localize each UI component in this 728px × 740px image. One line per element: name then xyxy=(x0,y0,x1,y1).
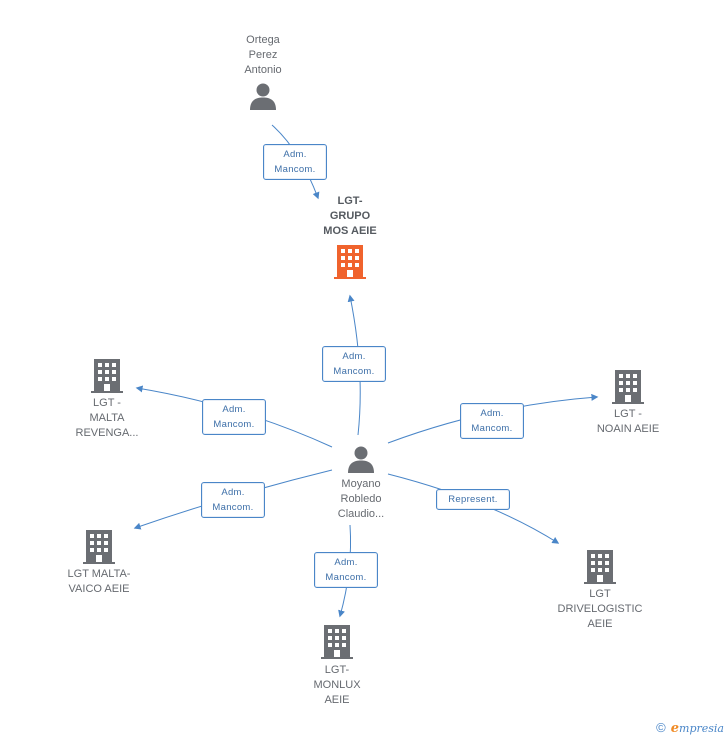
node-label: LGT MALTA- VAICO AEIE xyxy=(67,568,131,595)
building-icon xyxy=(334,245,366,279)
relation-tag-moyano-monlux[interactable]: Adm. Mancom. xyxy=(314,552,378,588)
person-icon xyxy=(348,446,374,473)
node-label: Moyano Robledo Claudio... xyxy=(337,478,385,520)
node-label: LGT - NOAIN AEIE xyxy=(596,408,660,435)
copyright-symbol: © xyxy=(656,720,666,735)
building-icon xyxy=(83,530,115,564)
relation-tag-moyano-grupo[interactable]: Adm. Mancom. xyxy=(322,346,386,382)
node-label: LGT- MONLUX AEIE xyxy=(313,664,361,706)
person-icon xyxy=(250,83,276,110)
node-label: Ortega Perez Antonio xyxy=(244,34,282,76)
relation-tag-moyano-malta-vaico[interactable]: Adm. Mancom. xyxy=(201,482,265,518)
building-icon xyxy=(321,625,353,659)
node-malta-vaico[interactable]: LGT MALTA- VAICO AEIE xyxy=(54,529,144,597)
relation-tag-moyano-malta-revenga[interactable]: Adm. Mancom. xyxy=(202,399,266,435)
node-malta-revenga[interactable]: LGT - MALTA REVENGA... xyxy=(62,358,152,441)
node-moyano[interactable]: Moyano Robledo Claudio... xyxy=(318,444,404,522)
brand-logo-text: mpresia xyxy=(679,722,724,735)
relation-tag-moyano-noain[interactable]: Adm. Mancom. xyxy=(460,403,524,439)
node-noain[interactable]: LGT - NOAIN AEIE xyxy=(583,369,673,437)
node-drivelogistic[interactable]: LGT DRIVELOGISTIC AEIE xyxy=(548,549,652,632)
node-ortega[interactable]: Ortega Perez Antonio xyxy=(223,33,303,111)
relation-tag-moyano-drivelogistic[interactable]: Represent. xyxy=(436,489,510,510)
brand-logo-e: e xyxy=(670,721,680,736)
brand-footer: © empresia xyxy=(656,720,724,736)
building-icon xyxy=(612,370,644,404)
node-label: LGT - MALTA REVENGA... xyxy=(75,397,139,439)
node-label: LGT DRIVELOGISTIC AEIE xyxy=(557,588,643,630)
building-icon xyxy=(584,550,616,584)
relation-tag-ortega-grupo[interactable]: Adm. Mancom. xyxy=(263,144,327,180)
node-monlux[interactable]: LGT- MONLUX AEIE xyxy=(297,624,377,708)
node-label: LGT- GRUPO MOS AEIE xyxy=(323,195,377,237)
node-grupo-mos[interactable]: LGT- GRUPO MOS AEIE xyxy=(305,194,395,280)
building-icon xyxy=(91,359,123,393)
